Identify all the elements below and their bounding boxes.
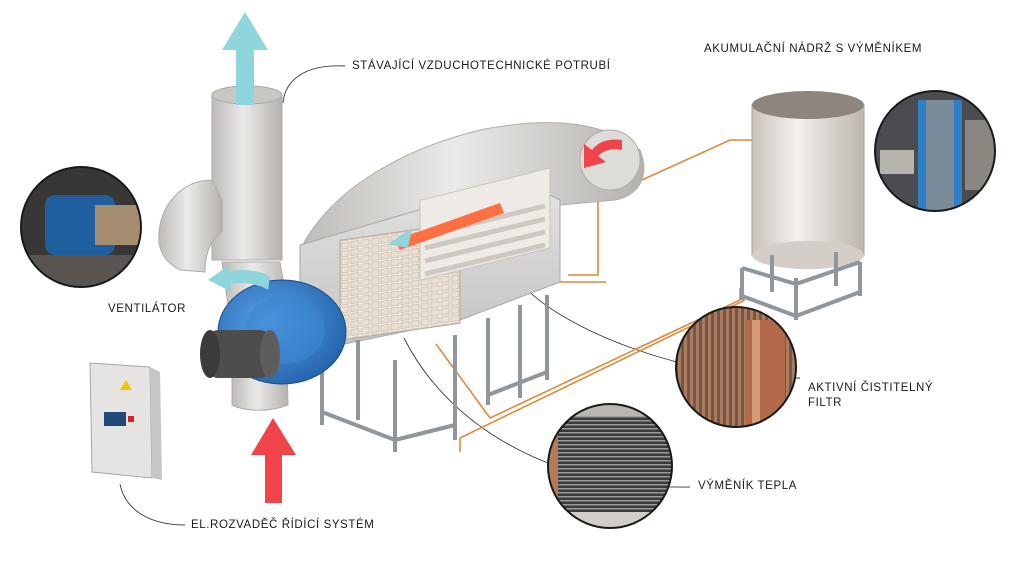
fan-motor-photo <box>20 166 142 288</box>
inlet-hot-air-arrow <box>251 418 296 503</box>
label-heat-exchanger: VÝMĚNÍK TEPLA <box>698 480 797 492</box>
active-filter-photo <box>675 306 797 428</box>
recovery-unit <box>299 167 561 452</box>
label-storage-tank: AKUMULAČNÍ NÁDRŽ S VÝMĚNÍKEM <box>704 43 923 55</box>
recirc-cold-air-arrow <box>208 264 270 292</box>
warning-sign-icon <box>120 380 132 390</box>
heat-exchanger-tubes <box>419 167 551 281</box>
cabinet-display <box>104 412 126 426</box>
exhaust-cold-air-arrow <box>222 12 268 105</box>
internal-airflow-arrow <box>388 203 504 250</box>
label-existing-duct: STÁVAJÍCÍ VZDUCHOTECHNICKÉ POTRUBÍ <box>352 60 611 72</box>
return-hot-air-arrow <box>584 139 622 168</box>
label-fan: VENTILÁTOR <box>108 303 186 315</box>
fan-unit <box>200 279 347 385</box>
unit-support-frame <box>320 295 549 452</box>
leader-control-cabinet <box>119 483 186 526</box>
label-active-filter: AKTIVNÍ ČISTITELNÝ FILTR <box>808 382 934 409</box>
cabinet-stop-button <box>128 416 134 422</box>
leader-existing-duct <box>282 65 346 104</box>
control-cabinet <box>89 362 162 480</box>
heat-exchanger-photo <box>547 403 673 529</box>
label-control-cabinet: EL.ROZVADĚČ ŘÍDÍCÍ SYSTÉM <box>191 519 375 531</box>
storage-tank <box>740 91 865 320</box>
plate-exchanger-photo <box>874 90 996 212</box>
